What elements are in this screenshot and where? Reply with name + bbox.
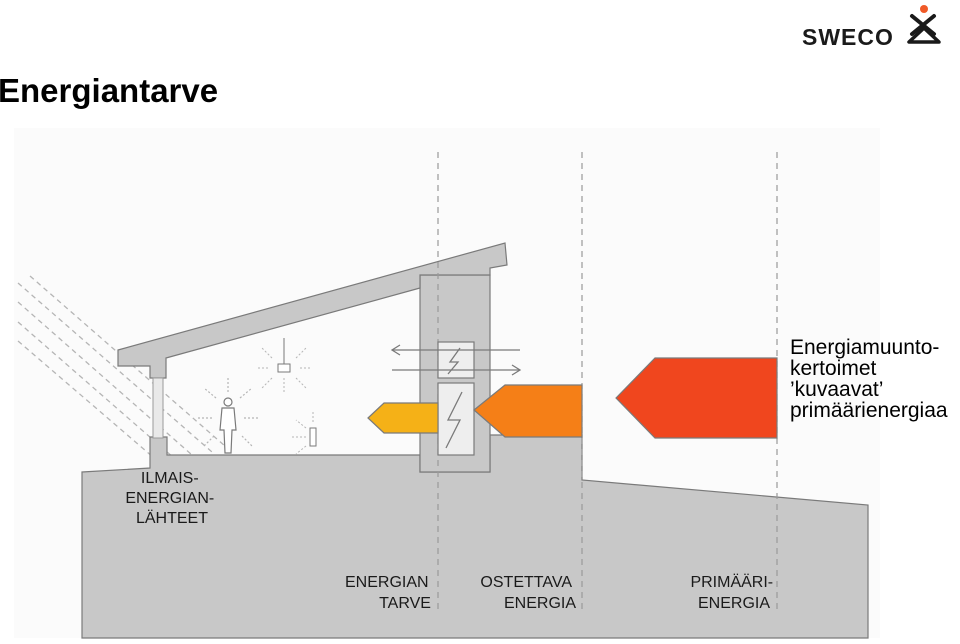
exchange-arrows: [390, 344, 522, 376]
exchange-box-top: [437, 341, 475, 379]
conversion-factor-note: Energiamuunto- kertoimet ’kuvaavat’ prim…: [790, 337, 948, 421]
column-label-primary-energy: PRIMÄÄRI- ENERGIA: [690, 573, 777, 612]
window: [152, 377, 164, 439]
column-label-energy-demand: ENERGIAN TARVE: [345, 574, 433, 612]
purchased-energy-arrow: [473, 384, 583, 438]
sweco-figure-icon: [907, 5, 941, 44]
primary-energy-arrow: [615, 357, 778, 439]
sweco-logo: SWECO: [800, 4, 950, 50]
person-icon: [198, 378, 258, 454]
page-title: Energiantarve: [0, 72, 219, 109]
energy-demand-arrow: [367, 402, 439, 434]
logo-text: SWECO: [802, 24, 894, 50]
sources-label: ILMAIS- ENERGIAN- LÄHTEET: [125, 470, 218, 527]
note-line: ’kuvaavat’: [790, 378, 884, 401]
roof: [117, 242, 508, 379]
column-label-purchased-energy: OSTETTAVA ENERGIA: [480, 574, 576, 612]
exchange-box-bottom: [437, 382, 475, 456]
heater-icon: [292, 412, 317, 455]
note-line: kertoimet: [790, 357, 877, 380]
note-line: Energiamuunto-: [790, 336, 940, 359]
note-line: primäärienergiaa: [790, 399, 948, 422]
lamp-icon: [256, 338, 312, 392]
